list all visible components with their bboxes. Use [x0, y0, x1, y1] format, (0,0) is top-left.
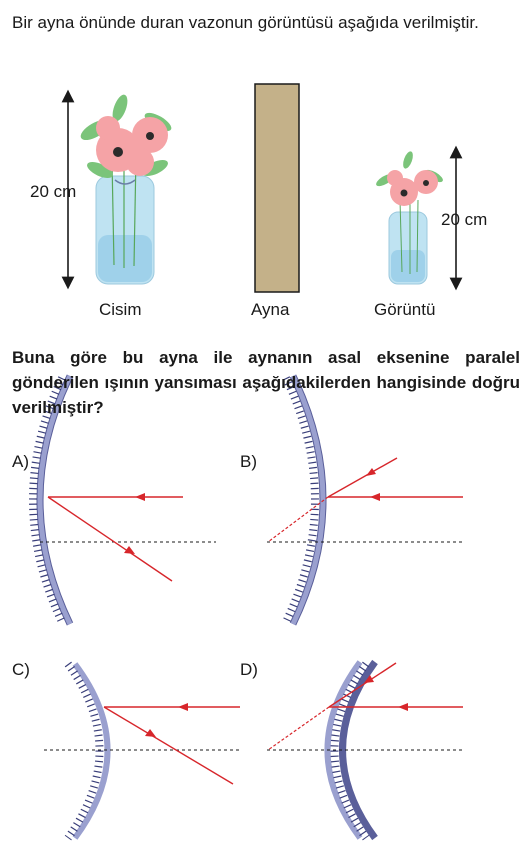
option-a-diagram	[29, 374, 216, 626]
option-b-label[interactable]: B)	[240, 452, 257, 471]
object-height-label: 20 cm	[30, 182, 77, 201]
mirror-label: Ayna	[251, 300, 290, 319]
image-label: Görüntü	[374, 300, 436, 319]
option-c-label[interactable]: C)	[12, 660, 30, 679]
question-text: Buna göre bu ayna ile aynanın asal eksen…	[12, 348, 520, 417]
object-vase	[61, 89, 172, 290]
image-vase	[376, 145, 463, 291]
object-label: Cisim	[99, 300, 142, 319]
intro-text: Bir ayna önünde duran vazonun görüntüsü …	[12, 13, 479, 32]
option-a-label[interactable]: A)	[12, 452, 29, 471]
option-d-label[interactable]: D)	[240, 660, 258, 679]
option-b-diagram	[267, 374, 463, 626]
mirror-rect	[254, 83, 300, 293]
image-height-label: 20 cm	[441, 210, 488, 229]
option-d-diagram	[267, 660, 463, 841]
option-c-diagram	[44, 659, 378, 841]
